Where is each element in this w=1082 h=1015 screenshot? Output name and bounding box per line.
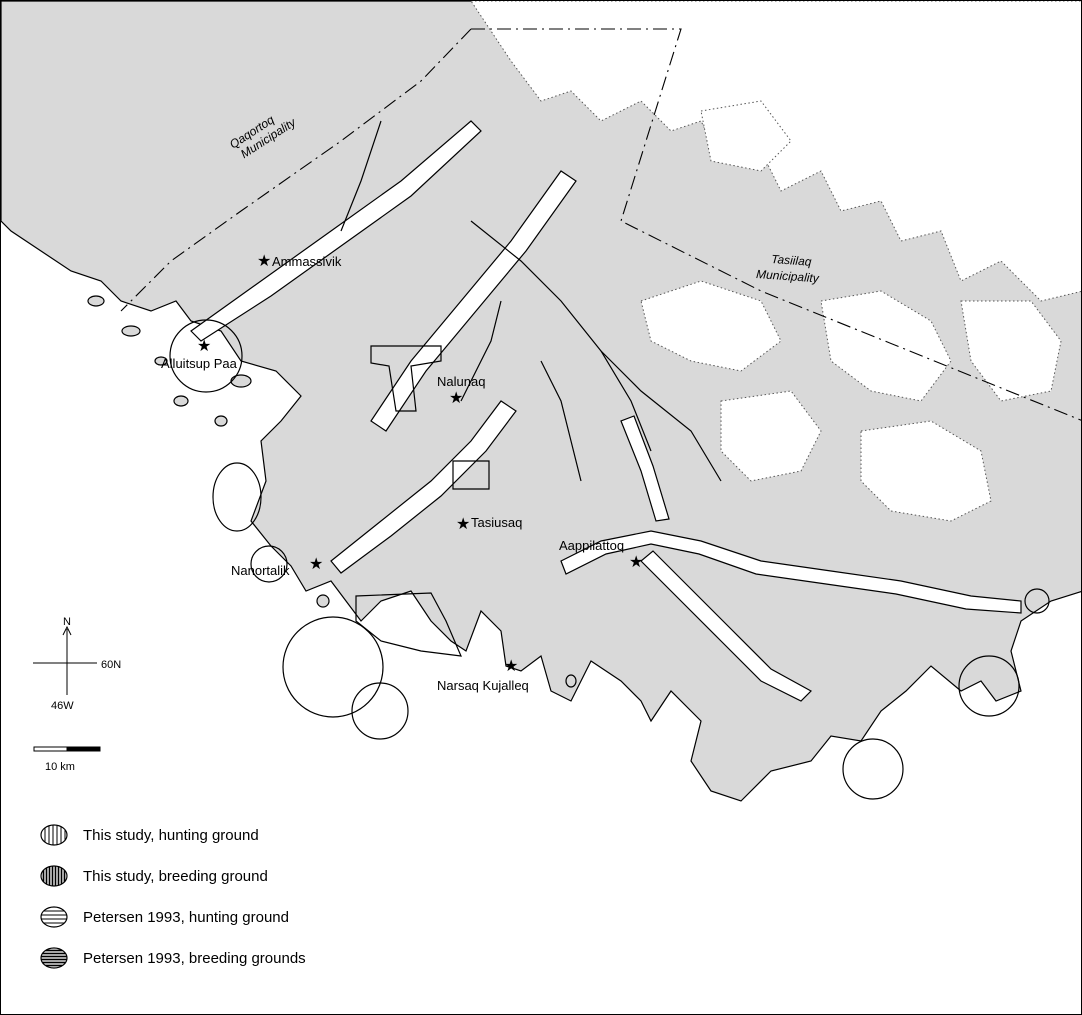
- fjord-1: [190, 120, 482, 342]
- river-2: [460, 300, 502, 402]
- label-tasiusaq: Tasiusaq: [471, 515, 522, 530]
- scale-bar: 10 km: [33, 743, 103, 773]
- river-1: [470, 220, 652, 452]
- star-icon: ★: [257, 251, 271, 270]
- island: [230, 374, 252, 388]
- legend-item-petersen-breeding: Petersen 1993, breeding grounds: [39, 942, 306, 974]
- legend-swatch-vertical-dense-icon: [40, 865, 68, 887]
- river-4: [600, 350, 722, 482]
- scale-bar-segment-light: [33, 746, 68, 752]
- island: [565, 674, 577, 688]
- ice-inland-6: [700, 100, 792, 172]
- island: [316, 594, 330, 608]
- scale-bar-label: 10 km: [45, 761, 75, 773]
- river-3: [540, 360, 582, 482]
- label-nalunaq: Nalunaq: [437, 374, 485, 389]
- legend-label: This study, breeding ground: [83, 867, 268, 885]
- river-5: [340, 120, 382, 232]
- fjord-5: [640, 550, 812, 702]
- star-icon: ★: [504, 656, 518, 675]
- legend-item-this-study-breeding: This study, breeding ground: [39, 860, 306, 892]
- label-alluitsup-paa: Alluitsup Paa: [161, 356, 238, 371]
- north-arrow-icon: [62, 625, 72, 636]
- legend-item-petersen-hunting: Petersen 1993, hunting ground: [39, 901, 306, 933]
- scale-bar-graphic: [33, 746, 101, 752]
- ice-inland-5: [960, 300, 1062, 402]
- zone-petersen-breeding-2: [1024, 588, 1050, 614]
- label-nanortalik: Nanortalik: [231, 563, 290, 578]
- fjord-3: [330, 400, 517, 574]
- star-icon: ★: [449, 388, 463, 407]
- zone-petersen-hunting-fjord: [370, 345, 442, 412]
- star-icon: ★: [629, 552, 643, 571]
- fjord-6: [620, 415, 670, 522]
- zone-petersen-breeding-3: [958, 655, 1020, 717]
- legend-item-this-study-hunting: This study, hunting ground: [39, 819, 306, 851]
- compass-north: N: [63, 616, 71, 628]
- zone-petersen-hunting-2: [250, 545, 288, 583]
- island: [154, 356, 168, 366]
- legend-swatch-horizontal-light-icon: [40, 906, 68, 928]
- zone-petersen-breeding-1: [351, 682, 409, 740]
- municipality-border-west: [120, 28, 472, 312]
- star-icon: ★: [197, 336, 211, 355]
- compass-rose: N 60N 46W: [33, 616, 121, 712]
- label-aappilattoq: Aappilattoq: [559, 538, 624, 553]
- label-ammassivik: Ammassivik: [272, 254, 342, 269]
- fjord-2: [370, 170, 577, 432]
- legend-label: This study, hunting ground: [83, 826, 259, 844]
- label-tasiilaq-line2: Municipality: [756, 267, 821, 285]
- ice-inland-3: [720, 390, 822, 482]
- zone-this-study-hunting-alluitsup: [169, 319, 243, 393]
- legend-label: Petersen 1993, breeding grounds: [83, 949, 306, 967]
- compass-longitude: 46W: [51, 700, 74, 712]
- scale-bar-segment-dark: [66, 746, 101, 752]
- legend-swatch-vertical-light-icon: [40, 824, 68, 846]
- legend-label: Petersen 1993, hunting ground: [83, 908, 289, 926]
- island: [121, 325, 141, 337]
- zone-this-study-breeding-main: [282, 616, 384, 718]
- mainland: [1, 1, 1081, 802]
- legend-swatch-horizontal-dense-icon: [40, 947, 68, 969]
- island: [173, 395, 189, 407]
- ice-inland-1: [640, 280, 782, 372]
- municipality-border-qaqortoq: [471, 28, 1081, 421]
- ice-inland-4: [860, 420, 992, 522]
- star-icon: ★: [456, 514, 470, 533]
- compass-latitude: 60N: [101, 659, 121, 671]
- zone-petersen-breeding-4: [842, 738, 904, 800]
- zone-petersen-hunting-1: [212, 462, 262, 532]
- star-icon: ★: [309, 554, 323, 573]
- label-tasiilaq-line1: Tasiilaq: [771, 252, 812, 269]
- label-tasiilaq-municipality: Tasiilaq Municipality: [756, 252, 821, 285]
- legend: This study, hunting ground This study, b…: [39, 819, 306, 983]
- fjord-4: [560, 530, 1022, 614]
- island: [214, 415, 228, 427]
- settlement-markers: ★ ★ ★ ★ ★ ★ ★: [197, 251, 643, 675]
- zone-petersen-hunting-fjord-2: [452, 460, 490, 490]
- ice-inland-2: [820, 290, 952, 402]
- island: [87, 295, 105, 307]
- label-narsaq-kujalleq: Narsaq Kujalleq: [437, 678, 529, 693]
